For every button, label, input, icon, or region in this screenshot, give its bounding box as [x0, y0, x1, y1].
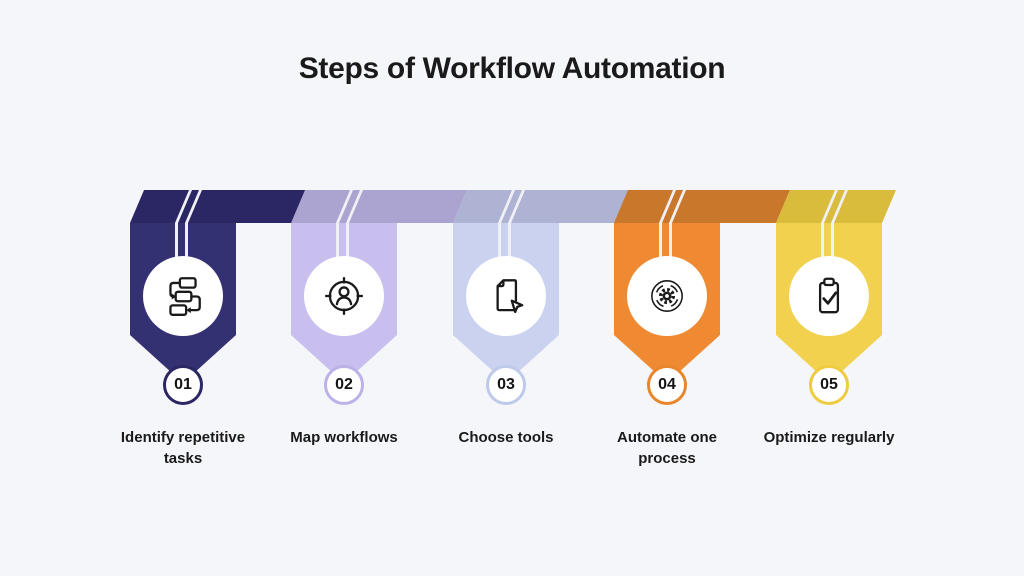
icon-circle: [304, 256, 384, 336]
flowchart-icon: [169, 277, 201, 316]
hang-string: [498, 223, 501, 261]
step-number: 01: [174, 376, 192, 393]
ribbon-band: [453, 190, 630, 223]
hang-string: [659, 223, 662, 261]
step-number: 05: [820, 376, 838, 393]
hang-string: [831, 223, 834, 261]
icon-circle: [627, 256, 707, 336]
hang-string: [185, 223, 188, 261]
user-target-icon: [325, 277, 363, 315]
icon-circle: [143, 256, 223, 336]
step-label: Optimize regularly: [763, 429, 895, 446]
step-number-badge: 02: [324, 365, 364, 405]
ribbon-band: [776, 190, 897, 223]
step-label: Choose tools: [458, 429, 554, 446]
hang-string: [821, 223, 824, 261]
document-cursor-icon: [496, 279, 524, 314]
ribbon-band: [291, 190, 468, 223]
icon-circle: [789, 256, 869, 336]
hang-string: [346, 223, 349, 261]
step-number-badge: 03: [486, 365, 526, 405]
gear-sync-icon: [651, 280, 683, 312]
hang-string: [669, 223, 672, 261]
step-number-badge: 04: [647, 365, 687, 405]
step-label: Identify repetitive tasks: [120, 429, 246, 467]
page-title: Steps of Workflow Automation: [298, 52, 726, 85]
hang-string: [508, 223, 511, 261]
icon-circle: [466, 256, 546, 336]
step-5: 05 Optimize regularly: [748, 190, 910, 490]
step-number-badge: 01: [163, 365, 203, 405]
step-1: 01 Identify repetitive tasks: [102, 190, 307, 490]
step-number: 03: [497, 376, 515, 393]
ribbon-band: [614, 190, 791, 223]
step-3: 03 Choose tools: [425, 190, 630, 490]
step-label: Map workflows: [290, 429, 398, 446]
step-number-badge: 05: [809, 365, 849, 405]
step-4: 04 Automate one process: [586, 190, 791, 490]
clipboard-check-icon: [818, 277, 840, 314]
step-2: 02 Map workflows: [263, 190, 468, 490]
step-label: Automate one process: [616, 429, 717, 467]
ribbon-band: [130, 190, 307, 223]
step-number: 04: [658, 376, 676, 393]
hang-string: [336, 223, 339, 261]
hang-string: [175, 223, 178, 261]
step-number: 02: [335, 376, 353, 393]
